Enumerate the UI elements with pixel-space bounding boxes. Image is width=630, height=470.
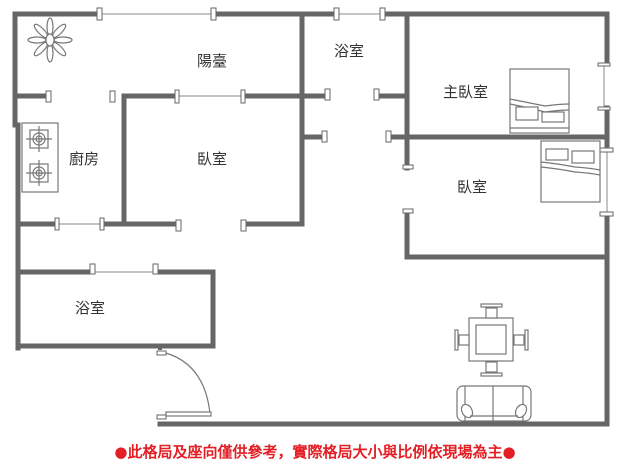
bed-icon (540, 140, 601, 203)
sofa-icon (456, 385, 532, 422)
dining-table-icon (454, 303, 529, 377)
plant-icon (27, 17, 73, 63)
room-label-master-bedroom: 主臥室 (443, 83, 489, 101)
room-label-balcony: 陽臺 (197, 52, 228, 70)
room-label-bedroom-center: 臥室 (197, 150, 228, 168)
disclaimer-text: ●此格局及座向僅供參考，實際格局大小與比例依現場為主● (114, 443, 516, 461)
walls (12, 11, 610, 427)
room-label-bathroom-top: 浴室 (334, 42, 365, 60)
windows (57, 13, 608, 273)
room-label-kitchen: 廚房 (69, 150, 100, 168)
room-label-bedroom-right: 臥室 (457, 178, 488, 196)
bed-icon (509, 68, 570, 134)
room-label-bathroom-bottom: 浴室 (75, 299, 106, 317)
door-swing-icon (158, 346, 212, 417)
posts (45, 7, 614, 420)
stove-icon (21, 122, 59, 193)
